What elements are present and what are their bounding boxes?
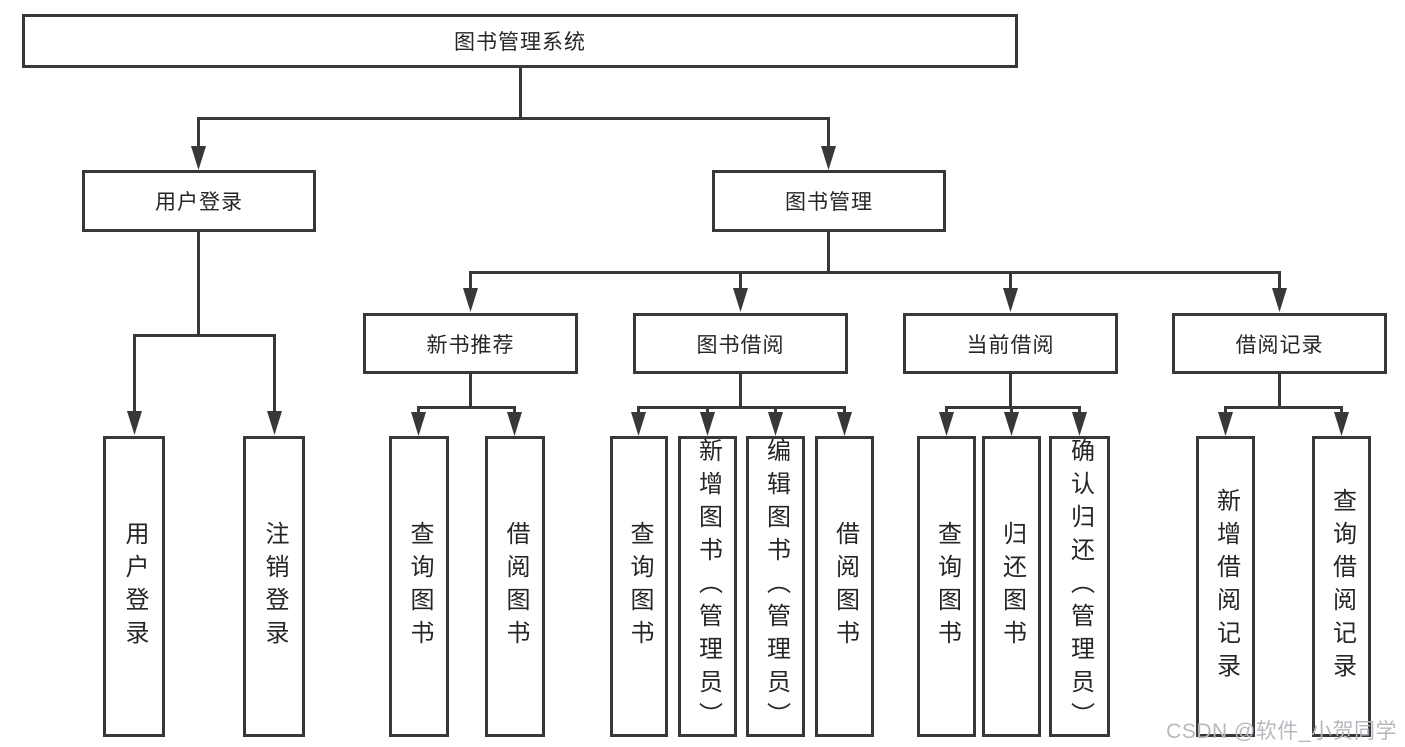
node-label: 借阅记录 xyxy=(1235,333,1324,357)
edge-new-book-rec-branch xyxy=(417,373,516,416)
node-label: 查询图书 xyxy=(933,520,961,653)
leaf-user-login: 用户登录 xyxy=(103,436,165,737)
node-user-login: 用户登录 xyxy=(82,170,316,232)
edge-book-borrow-branch xyxy=(637,373,846,416)
node-label: 当前借阅 xyxy=(966,333,1055,357)
leaf-records-add-record: 新增借阅记录 xyxy=(1196,436,1255,737)
node-label: 新增图书（管理员） xyxy=(694,438,722,735)
node-label: 查询图书 xyxy=(626,520,653,653)
node-label: 图书管理系统 xyxy=(454,31,586,54)
node-new-book-recommend: 新书推荐 xyxy=(363,313,578,374)
leaf-borrowing-borrow-books: 借阅图书 xyxy=(815,436,874,737)
edge-current-borrow-branch xyxy=(945,373,1081,416)
leaf-logout: 注销登录 xyxy=(243,436,305,737)
leaf-recommend-query-books: 查询图书 xyxy=(389,436,449,737)
leaf-borrowing-query-books: 查询图书 xyxy=(610,436,668,737)
node-label: 图书管理 xyxy=(785,191,873,214)
leaf-borrowing-edit-books-admin: 编辑图书（管理员） xyxy=(746,436,805,737)
leaf-current-query-books: 查询图书 xyxy=(917,436,976,737)
node-label: 归还图书 xyxy=(998,520,1026,653)
node-book-borrowing: 图书借阅 xyxy=(633,313,848,374)
edge-borrow-records-branch xyxy=(1224,373,1343,416)
node-library-management-system: 图书管理系统 xyxy=(22,14,1018,68)
edge-book-mgmt-branch xyxy=(469,232,1281,292)
arrowheads xyxy=(127,146,1349,436)
node-label: 编辑图书（管理员） xyxy=(762,438,790,735)
edge-user-login-branch xyxy=(133,232,276,414)
leaf-recommend-borrow-books: 借阅图书 xyxy=(485,436,545,737)
node-label: 新书推荐 xyxy=(426,333,515,357)
node-current-borrowing: 当前借阅 xyxy=(903,313,1118,374)
node-label: 注销登录 xyxy=(261,520,288,653)
leaf-current-return-books: 归还图书 xyxy=(982,436,1041,737)
leaf-borrowing-add-books-admin: 新增图书（管理员） xyxy=(678,436,737,737)
leaf-current-confirm-return-admin: 确认归还（管理员） xyxy=(1049,436,1110,737)
node-borrow-records: 借阅记录 xyxy=(1172,313,1387,374)
node-book-management: 图书管理 xyxy=(712,170,946,232)
node-label: 借阅图书 xyxy=(502,520,529,653)
node-label: 新增借阅记录 xyxy=(1212,487,1240,686)
node-label: 查询借阅记录 xyxy=(1328,487,1356,686)
node-label: 借阅图书 xyxy=(831,520,859,653)
csdn-watermark: CSDN @软件_小贺同学 xyxy=(1166,720,1397,743)
node-label: 用户登录 xyxy=(155,191,243,214)
leaf-records-query-record: 查询借阅记录 xyxy=(1312,436,1371,737)
node-label: 确认归还（管理员） xyxy=(1066,438,1094,735)
node-label: 图书借阅 xyxy=(696,333,785,357)
edge-root-stem xyxy=(197,67,830,150)
node-label: 查询图书 xyxy=(406,520,433,653)
node-label: 用户登录 xyxy=(121,520,148,653)
